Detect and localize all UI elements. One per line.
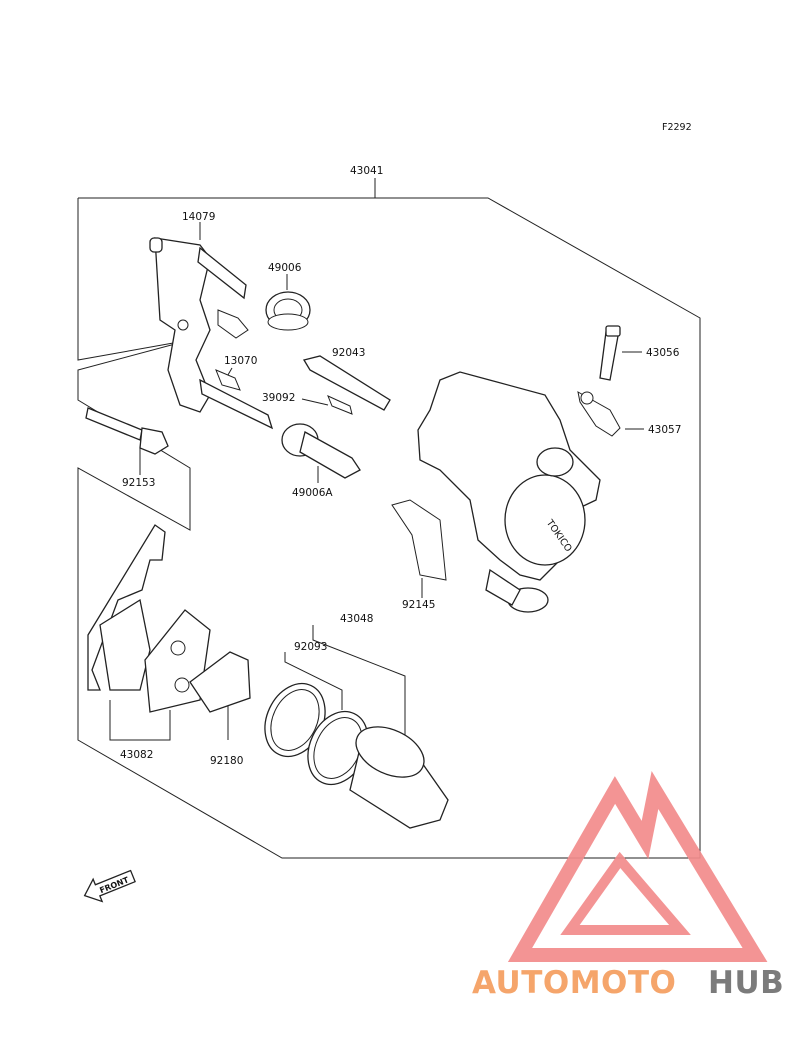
seal-92093	[264, 682, 369, 786]
part-label: 92043	[332, 347, 365, 359]
part-label: 49006A	[292, 487, 333, 499]
part-label: 14079	[182, 211, 215, 223]
bleeder-43056	[599, 325, 621, 381]
part-label: 39092	[262, 392, 295, 404]
part-label: 43048	[340, 613, 373, 625]
piston-43048	[349, 726, 449, 829]
part-label: 43057	[648, 424, 681, 436]
caliper-bracket	[149, 237, 274, 430]
part-label: 49006	[268, 262, 302, 274]
pad-set-43082	[87, 524, 211, 713]
part-label: 43056	[646, 347, 680, 359]
spring-92145	[391, 499, 447, 581]
front-arrow-icon: FRONT	[83, 869, 136, 903]
part-labels: 43041 14079 49006 13070 92043 39092 9215…	[120, 165, 681, 767]
assembly-frame	[77, 178, 701, 859]
logo-inner-mark-icon	[560, 851, 691, 935]
part-label: 92180	[210, 755, 243, 767]
watermark-logo	[507, 770, 768, 962]
part-label: 43082	[120, 749, 153, 761]
part-label: 13070	[224, 355, 257, 367]
watermark-text-part1: AUTOMOTO	[472, 965, 676, 1001]
caliper-body: TOKICO	[417, 371, 601, 613]
watermark-text-part2: HUB	[708, 965, 784, 1001]
part-label: 92153	[122, 477, 155, 489]
part-label: 43041	[350, 165, 383, 177]
boot-49006	[265, 291, 311, 331]
figure-code: F2292	[662, 122, 692, 133]
part-label: 92093	[294, 641, 327, 653]
boot-49006a	[281, 423, 361, 479]
clip-39092	[327, 395, 353, 415]
part-label: 92145	[402, 599, 435, 611]
logo-triangle-icon	[507, 770, 768, 962]
cap-43057	[577, 391, 621, 437]
bolt-92153	[85, 407, 169, 455]
shim-92180	[189, 651, 251, 713]
pin-92043	[302, 355, 391, 411]
